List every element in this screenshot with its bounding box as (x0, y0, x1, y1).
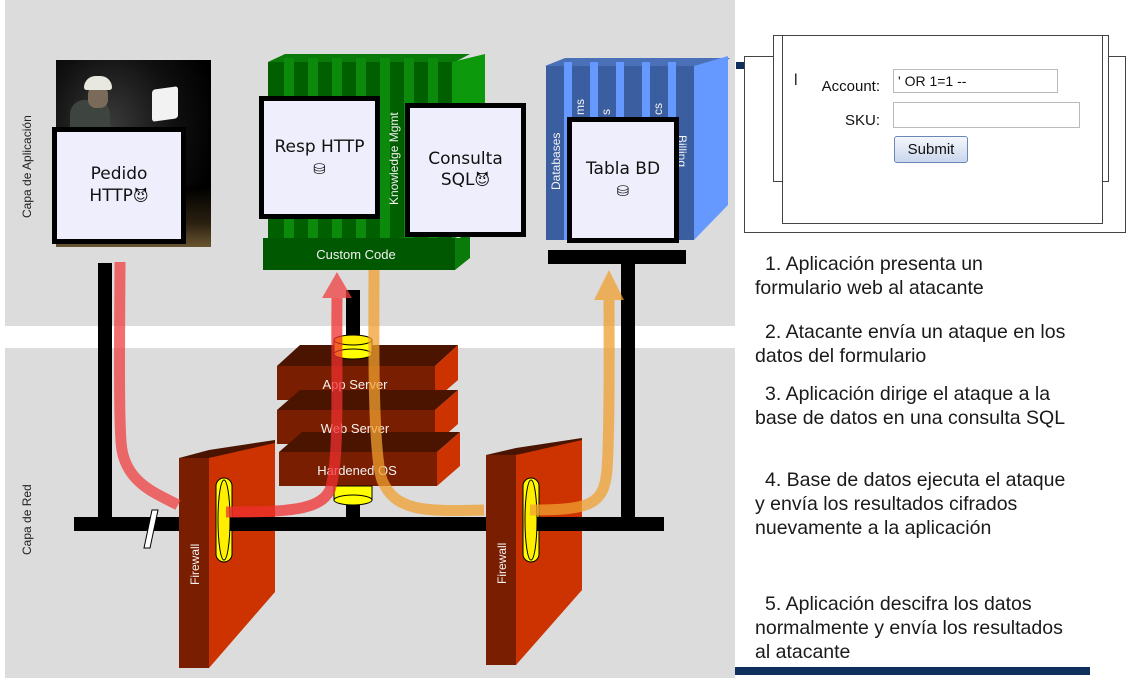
database-icon: ⛁ (313, 159, 326, 178)
http-response-card: Resp HTTP ⛁ (259, 96, 380, 219)
form-clipped-char: l (794, 72, 798, 89)
sql-query-line1: Consulta (428, 148, 503, 169)
step-4: 4. Base de datos ejecuta el ataque y env… (755, 468, 1065, 540)
accent-bottom-bar (735, 667, 1090, 675)
wire-break-mark (143, 509, 159, 549)
step-1-line2: formulario web al atacante (755, 277, 984, 299)
submit-button[interactable]: Submit (894, 136, 968, 163)
step-2: 2. Atacante envía un ataque en los datos… (755, 320, 1065, 368)
firewall-right-port (522, 477, 540, 563)
custom-code-label: Custom Code (316, 247, 395, 262)
step-5-line2: normalmente y envía los resultados (755, 617, 1063, 639)
firewall-right: Firewall (486, 438, 582, 665)
firewall-right-label: Firewall (495, 543, 509, 584)
bottom-cylinder (333, 485, 373, 506)
http-request-card: Pedido HTTP😈 (52, 127, 186, 244)
step-3-line1: 3. Aplicación dirige el ataque a la (765, 383, 1051, 405)
step-4-line2: y envía los resultados cifrados (755, 493, 1018, 515)
step-4-line3: nuevamente a la aplicación (755, 517, 992, 539)
account-input[interactable] (893, 69, 1058, 93)
accent-marker (736, 62, 746, 69)
response-path-arrow (368, 269, 624, 517)
step-5-line1: 5. Aplicación descifra los datos (765, 593, 1032, 615)
http-response-line1: Resp HTTP (274, 136, 365, 157)
db-table-line1: Tabla BD (585, 159, 661, 179)
step-2-line2: datos del formulario (755, 345, 927, 367)
sku-input[interactable] (893, 102, 1080, 128)
db-label-databases: Databases (549, 133, 563, 190)
step-4-line1: 4. Base de datos ejecuta el ataque (765, 469, 1066, 491)
step-3-line2: base de datos en una consulta SQL (755, 407, 1066, 429)
http-request-line1: Pedido (90, 164, 148, 185)
firewall-left: Firewall (179, 440, 275, 668)
step-2-line1: 2. Atacante envía un ataque en los (765, 321, 1066, 343)
devil-face-icon: 😈 (132, 186, 149, 205)
step-1-line1: 1. Aplicación presenta un (765, 253, 983, 275)
firewall-left-port (215, 477, 233, 563)
db-label-ms: ms (573, 99, 587, 115)
step-1: 1. Aplicación presenta un formulario web… (755, 252, 984, 300)
hardened-os-block (279, 432, 460, 486)
step-5-line3: al atacante (755, 641, 851, 663)
step-5: 5. Aplicación descifra los datos normalm… (755, 592, 1063, 664)
server-stack: App Server Web Server Hardened OS (277, 334, 460, 506)
http-request-line2: HTTP (89, 185, 133, 206)
db-label-s: s (599, 109, 613, 115)
knowledge-mgmt-label: Knowledge Mgmt (387, 112, 401, 205)
devil-face-icon: 😈 (474, 171, 491, 189)
attack-path-arrow (114, 261, 352, 518)
step-3: 3. Aplicación dirige el ataque a la base… (755, 382, 1065, 430)
sku-label: SKU: (844, 112, 880, 129)
db-table-card: Tabla BD ⛁ (567, 117, 679, 243)
db-label-cs: cs (651, 103, 665, 115)
sql-query-card: Consulta SQL😈 (405, 103, 526, 237)
form-frame-front (782, 35, 1103, 224)
account-label: Account: (821, 78, 880, 95)
firewall-left-label: Firewall (188, 544, 202, 585)
database-icon: ⛁ (616, 182, 630, 201)
sql-query-line2: SQL (440, 170, 475, 190)
